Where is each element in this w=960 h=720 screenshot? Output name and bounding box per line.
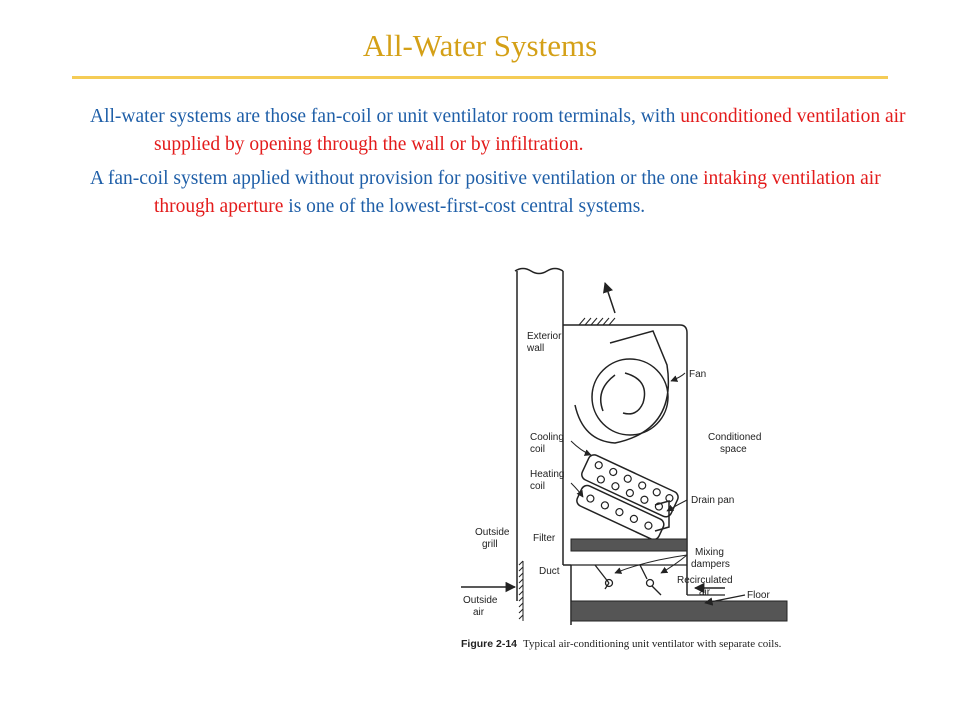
floor-arrow xyxy=(704,594,746,606)
drain-pan xyxy=(654,500,670,532)
discharge-air-arrow xyxy=(603,282,616,314)
exterior-wall xyxy=(514,267,564,601)
mixing-dampers xyxy=(594,564,662,596)
cooling-coil xyxy=(581,454,679,518)
title-divider xyxy=(72,76,888,79)
fan-scroll xyxy=(574,330,670,444)
slide-title: All-Water Systems xyxy=(362,28,598,63)
top-grille-hatching xyxy=(578,317,616,326)
outside-grill xyxy=(518,560,524,621)
filter-bar xyxy=(570,538,688,552)
paragraph-1-text: All-water systems are those fan-coil or … xyxy=(90,106,676,127)
body-text: All-water systems are those fan-coil or … xyxy=(90,103,940,227)
paragraph-all-water-definition: All-water systems are those fan-coil or … xyxy=(90,103,940,159)
heating-coil xyxy=(576,484,665,541)
paragraph-2-text: A fan-coil system applied without provis… xyxy=(90,168,699,189)
floor-slab xyxy=(570,600,788,622)
label-floor: Floor xyxy=(747,590,770,601)
paragraph-2-text-end: is one of the lowest-first-cost central … xyxy=(288,196,646,217)
paragraph-2-highlight: intaking ventilation air through apertur… xyxy=(154,168,881,217)
label-drain-pan: Drain pan xyxy=(691,495,734,506)
leader-lines xyxy=(570,372,688,574)
label-duct: Duct xyxy=(539,566,560,577)
paragraph-fan-coil-system: A fan-coil system applied without provis… xyxy=(90,165,940,221)
label-filter: Filter xyxy=(533,533,556,544)
label-fan: Fan xyxy=(689,369,706,380)
paragraph-1-highlight: unconditioned ventilation air supplied b… xyxy=(154,106,906,155)
